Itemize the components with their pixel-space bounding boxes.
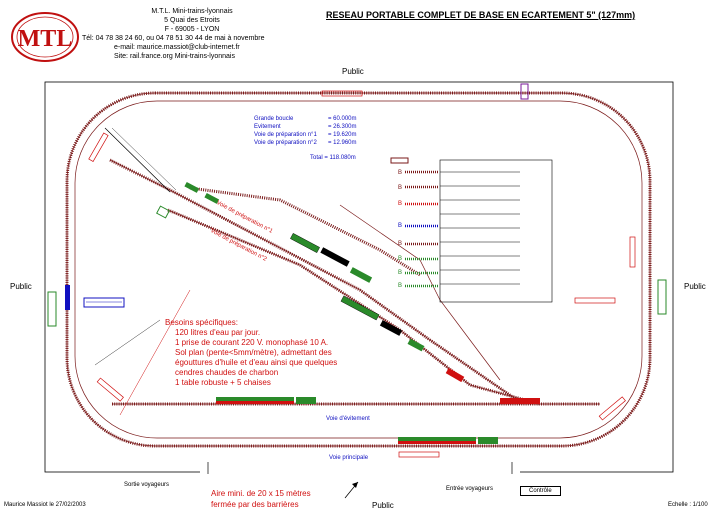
logo-text: MTL [18, 26, 73, 52]
main-loop-outer-rail [66, 92, 651, 447]
public-left: Public [10, 282, 32, 291]
siding-label: B [398, 223, 403, 229]
mtl-logo: MTL [11, 12, 79, 62]
needs-line: 1 table robuste + 5 chaises [175, 378, 271, 387]
red-wagons [445, 367, 540, 404]
author-date: Maurice Massiot le 27/02/2003 [4, 502, 86, 508]
track-length-total: Total = 118.080m [310, 155, 356, 161]
purple-marker [520, 83, 529, 100]
controle-box: Contrôle [520, 486, 561, 496]
org-site: Site: rail.france.org Mini-trains-lyonna… [114, 53, 235, 60]
area-note-line1: Aire mini. de 20 x 15 mètres [211, 489, 311, 498]
org-line: M.T.L. Mini-trains-lyonnais [151, 8, 233, 15]
area-note: Aire mini. de 20 x 15 mètres fermée par … [211, 488, 311, 510]
stat-value: = 12.960m [328, 140, 357, 146]
needs-line: cendres chaudes de charbon [175, 368, 279, 377]
siding-area [439, 159, 553, 303]
stat-label: Evitement [254, 124, 281, 130]
siding-label: B [398, 270, 403, 276]
train-prep1 [290, 233, 373, 283]
blue-switch [65, 285, 70, 310]
siding-lines [440, 171, 520, 285]
org-line: 5 Quai des Etroits [164, 17, 220, 24]
org-email: e-mail: maurice.massiot@club-internet.fr [114, 44, 240, 51]
train-prep2 [340, 295, 425, 352]
siding-label: B [398, 201, 403, 207]
stat-value: = 60.000m [328, 116, 357, 122]
wagons-depot [156, 181, 220, 219]
org-line: F - 69005 - LYON [164, 26, 220, 33]
needs-block: Besoins spécifiques: 120 litres d'eau pa… [165, 318, 337, 388]
train-principale [398, 437, 498, 444]
stat-label: Grande boucle [254, 116, 294, 122]
main-loop-outer [65, 91, 652, 448]
siding-label: B [398, 256, 403, 262]
stat-label: Voie de préparation n°2 [254, 140, 317, 146]
label-principale: Voie principale [329, 455, 369, 461]
public-bottom: Public [372, 501, 394, 510]
org-phone: Tél: 04 78 38 24 60, ou 04 78 51 30 44 d… [82, 35, 265, 42]
needs-line: Sol plan (pente<5mm/mètre), admettant de… [175, 348, 332, 357]
needs-line: 1 prise de courant 220 V. monophasé 10 A… [175, 338, 329, 347]
public-top: Public [342, 67, 364, 76]
stat-value: = 26.300m [328, 124, 357, 130]
stat-value: = 19.620m [328, 132, 357, 138]
needs-title: Besoins spécifiques: [165, 318, 238, 327]
rail-stock-markers [88, 90, 636, 458]
siding-label: B [398, 283, 403, 289]
siding-label: B [398, 241, 403, 247]
siding-tracks [405, 170, 438, 288]
green-block-right [657, 279, 667, 315]
org-address: M.T.L. Mini-trains-lyonnais 5 Quai des E… [122, 7, 262, 34]
page-title: RESEAU PORTABLE COMPLET DE BASE EN ECART… [326, 10, 636, 20]
train-evitement [216, 397, 316, 404]
entree-voyageurs: Entrée voyageurs [446, 486, 494, 492]
needs-line: 120 litres d'eau par jour. [175, 328, 261, 337]
siding-label: B [398, 185, 403, 191]
label-evitement: Voie d'évitement [326, 416, 370, 422]
main-loop-inner [74, 100, 643, 439]
green-block-left [47, 291, 57, 327]
stat-label: Voie de préparation n°1 [254, 132, 317, 138]
blue-bench [83, 297, 125, 308]
public-right: Public [684, 282, 706, 291]
scale: Echelle : 1/100 [668, 502, 708, 508]
sortie-voyageurs: Sortie voyageurs [124, 482, 170, 488]
needs-line: égouttures d'huile et d'eau ainsi que qu… [175, 358, 338, 367]
area-note-line2: fermée par des barrières [211, 500, 299, 509]
track-length-stats: Grande boucle = 60.000m Evitement = 26.3… [254, 115, 357, 147]
siding-label: B [398, 170, 403, 176]
